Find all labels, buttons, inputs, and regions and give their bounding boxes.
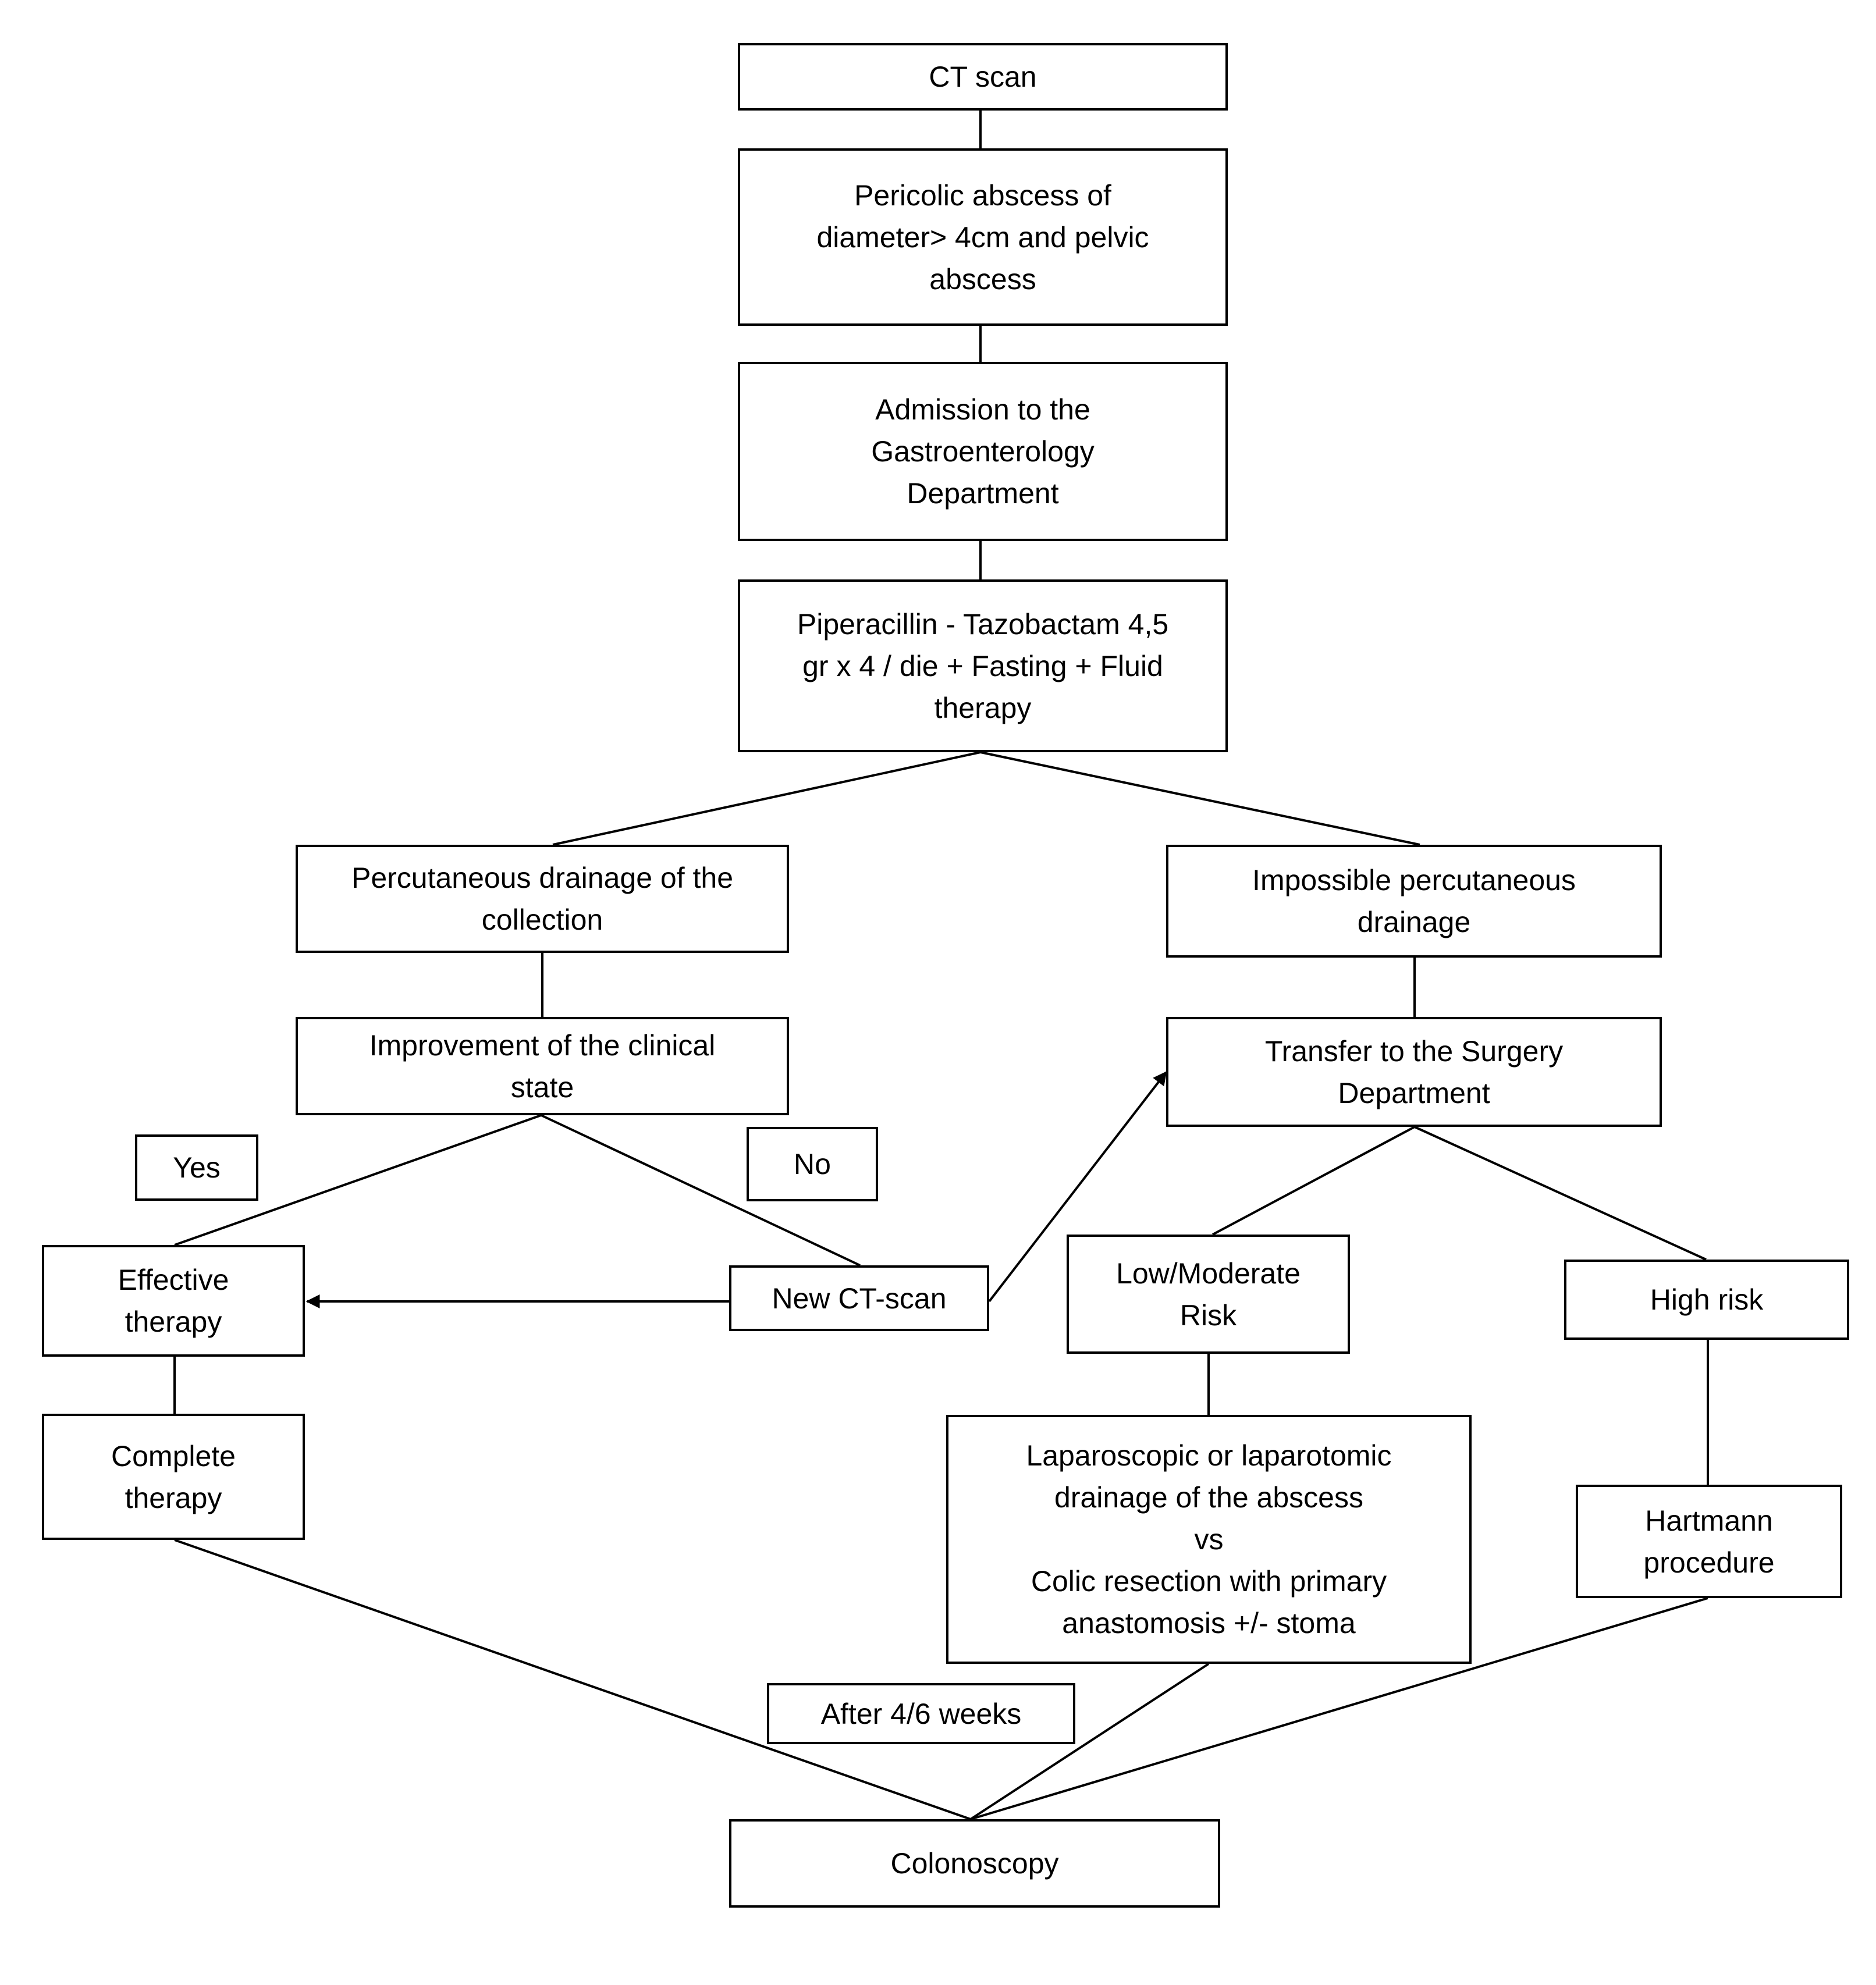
connector-therapy-to-percutaneous <box>552 751 981 846</box>
complete-therapy-box: Complete therapy <box>42 1414 305 1540</box>
transfer-surgery-box: Transfer to the Surgery Department <box>1166 1017 1662 1127</box>
new-ct-scan-box: New CT-scan <box>729 1265 989 1331</box>
connector-transfer-to-highrisk <box>1414 1126 1707 1261</box>
connector-improvement-to-newct <box>541 1114 861 1267</box>
arrow-newct-to-transfer <box>988 1071 1167 1303</box>
impossible-drainage-box: Impossible percutaneous drainage <box>1166 845 1662 958</box>
yes-label: Yes <box>135 1134 258 1201</box>
no-label: No <box>747 1127 878 1201</box>
percutaneous-drainage-box: Percutaneous drainage of the collection <box>296 845 789 953</box>
clinical-improvement-box: Improvement of the clinical state <box>296 1017 789 1115</box>
admission-box: Admission to the Gastroenterology Depart… <box>738 362 1228 541</box>
low-moderate-risk-box: Low/Moderate Risk <box>1067 1235 1350 1354</box>
laparoscopic-drainage-box: Laparoscopic or laparotomic drainage of … <box>946 1415 1472 1664</box>
high-risk-box: High risk <box>1564 1260 1849 1340</box>
hartmann-procedure-box: Hartmann procedure <box>1576 1485 1842 1598</box>
antibiotic-therapy-box: Piperacillin - Tazobactam 4,5 gr x 4 / d… <box>738 579 1228 752</box>
pericolic-abscess-box: Pericolic abscess of diameter> 4cm and p… <box>738 148 1228 326</box>
effective-therapy-box: Effective therapy <box>42 1245 305 1357</box>
connector-therapy-to-impossible <box>980 751 1420 846</box>
after-weeks-label: After 4/6 weeks <box>767 1683 1075 1744</box>
ct-scan-box: CT scan <box>738 43 1228 111</box>
colonoscopy-box: Colonoscopy <box>729 1819 1220 1908</box>
connector-laparoscopic-to-colonoscopy <box>969 1663 1210 1820</box>
connector-improvement-to-effective <box>174 1114 542 1246</box>
connector-complete-to-colonoscopy <box>174 1539 971 1820</box>
connector-hartmann-to-colonoscopy <box>970 1597 1708 1820</box>
connector-transfer-to-lowrisk <box>1212 1126 1415 1236</box>
